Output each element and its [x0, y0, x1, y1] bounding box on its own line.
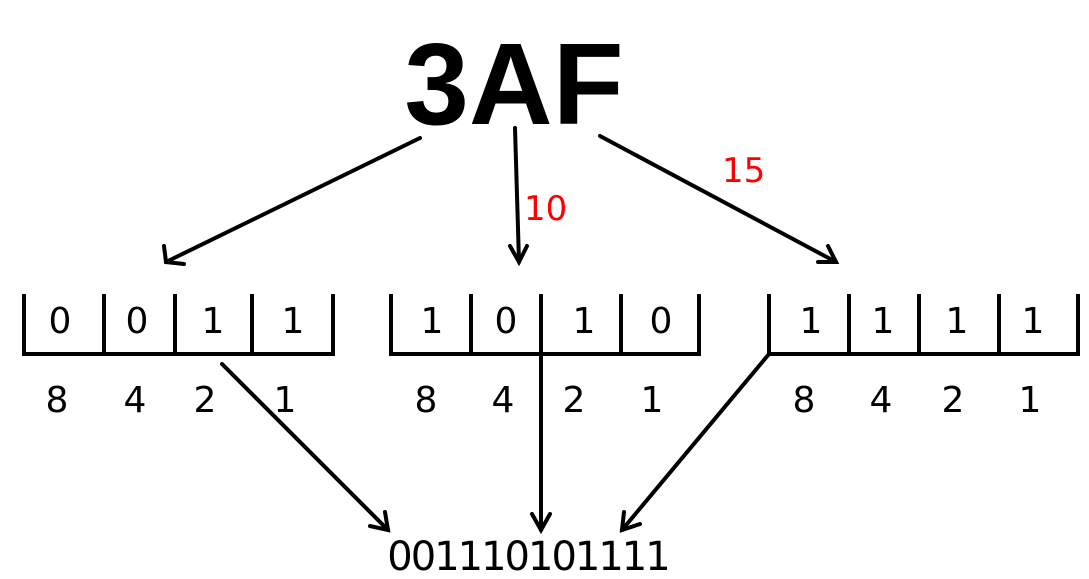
binary-result: 001110101111: [387, 534, 668, 579]
arrowhead-nibble-2: [508, 244, 529, 267]
top-arrows: [162, 126, 840, 267]
nibble-box-1: 0 0 1 1 8 4 2 1: [22, 294, 335, 421]
arrowhead-from-nibble-3: [619, 510, 642, 533]
nibble-1-weight: 8: [46, 380, 69, 421]
bottom-arrows: [220, 352, 771, 535]
nibble-1-weight: 1: [274, 380, 297, 421]
nibble-2-bit: 0: [495, 301, 518, 342]
nibble-box-3: 1 1 1 1 8 4 2 1: [767, 294, 1080, 421]
nibble-1-bit: 0: [49, 301, 72, 342]
nibble-3-frame: [767, 294, 1080, 356]
nibble-1-weight: 2: [194, 380, 217, 421]
right-nibble-value-label: 15: [722, 151, 765, 191]
nibble-3-bit: 1: [1022, 301, 1045, 342]
nibble-3-bit: 1: [872, 301, 895, 342]
nibble-box-2: 1 0 1 0 8 4 2 1: [389, 294, 701, 421]
nibble-3-bit: 1: [946, 301, 969, 342]
arrow-to-nibble-3: [598, 134, 838, 264]
nibble-2-weight: 1: [641, 380, 664, 421]
arrow-from-nibble-3: [620, 352, 771, 532]
arrow-from-nibble-1: [220, 362, 390, 532]
arrowhead-from-nibble-2: [530, 512, 552, 535]
arrowhead-from-nibble-1: [368, 510, 391, 533]
nibble-3-weight: 8: [793, 380, 816, 421]
nibble-1-weight: 4: [124, 380, 147, 421]
nibble-1-bit: 1: [282, 301, 305, 342]
nibble-2-bit: 1: [573, 301, 596, 342]
nibble-2-frame: [389, 294, 701, 356]
arrowhead-nibble-3: [816, 244, 840, 264]
nibble-2-bit: 0: [650, 301, 673, 342]
nibble-3-weight: 1: [1019, 380, 1042, 421]
nibble-3-weight: 2: [942, 380, 965, 421]
nibble-1-frame: [22, 294, 335, 356]
arrowhead-nibble-1: [162, 244, 186, 266]
nibble-3-bit: 1: [800, 301, 823, 342]
middle-nibble-value-label: 10: [524, 189, 567, 229]
nibble-2-weight: 8: [415, 380, 438, 421]
arrow-to-nibble-1: [164, 136, 422, 264]
nibble-2-weight: 4: [492, 380, 515, 421]
nibble-2-weight: 2: [563, 380, 586, 421]
nibble-1-bit: 0: [126, 301, 149, 342]
nibble-3-weight: 4: [870, 380, 893, 421]
arrow-to-nibble-2: [513, 126, 521, 264]
nibble-2-bit: 1: [421, 301, 444, 342]
nibble-1-bit: 1: [202, 301, 225, 342]
